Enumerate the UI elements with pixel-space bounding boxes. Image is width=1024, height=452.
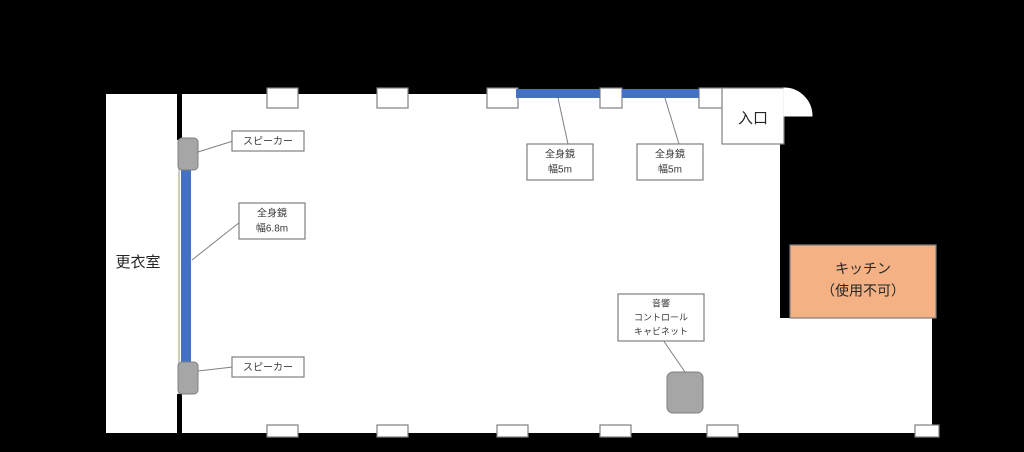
opening-bottom-3 — [496, 424, 529, 438]
opening-top-3 — [486, 87, 519, 109]
label-box-sound-cabinet — [617, 293, 705, 342]
label-mirror-top-1: 全身鏡 幅5m — [526, 143, 594, 181]
label-mirror-top-1-line1: 全身鏡 — [545, 148, 575, 161]
kitchen-area — [789, 244, 937, 319]
floor-extension-lower-right — [784, 318, 936, 437]
door-swing-arc-icon — [783, 87, 813, 117]
opening-top-4 — [599, 87, 623, 109]
speaker-upper — [177, 137, 199, 171]
label-sound-cabinet-line3: キャビネット — [634, 326, 688, 336]
opening-bottom-4 — [599, 424, 632, 438]
opening-bottom-5 — [706, 424, 739, 438]
opening-top-1 — [266, 87, 299, 109]
wall-top — [102, 88, 722, 94]
leader-speaker-bottom — [197, 366, 234, 372]
kitchen-label-line2: （使用不可） — [821, 283, 905, 299]
label-mirror-top-1-line2: 幅5m — [548, 163, 572, 176]
mirror-top-2 — [622, 89, 699, 98]
opening-bottom-1 — [266, 424, 299, 438]
label-mirror-left: 全身鏡 幅6.8m — [238, 202, 306, 240]
wall-divider-lower — [177, 394, 182, 438]
label-speaker-bottom: スピーカー — [231, 356, 305, 378]
label-box-mirror-left — [238, 202, 306, 240]
sound-control-cabinet — [666, 371, 704, 414]
openings-bottom — [266, 424, 940, 438]
label-box-mirror-top-1 — [526, 143, 594, 181]
label-mirror-left-line2: 幅6.8m — [256, 222, 288, 235]
label-mirror-left-line1: 全身鏡 — [257, 207, 287, 220]
openings-top — [266, 87, 724, 109]
label-box-speaker-top — [231, 130, 305, 152]
wall-left — [102, 88, 106, 438]
label-sound-cabinet: 音響 コントロール キャビネット — [617, 293, 705, 342]
opening-bottom-2 — [376, 424, 409, 438]
opening-top-2 — [376, 87, 409, 109]
label-speaker-bottom-text: スピーカー — [243, 362, 293, 374]
leader-mirror-top-1 — [557, 97, 569, 145]
opening-top-5 — [698, 87, 724, 109]
label-sound-cabinet-line1: 音響 — [652, 297, 670, 308]
label-sound-cabinet-line2: コントロール — [634, 312, 688, 322]
label-box-mirror-top-2 — [636, 143, 704, 181]
label-mirror-top-2-line1: 全身鏡 — [655, 148, 685, 161]
entrance-label: 入口 — [738, 110, 768, 127]
label-mirror-top-2: 全身鏡 幅5m — [636, 143, 704, 181]
speaker-lower — [177, 361, 199, 395]
leader-sound-cabinet — [662, 339, 686, 373]
wall-top-right — [784, 88, 936, 94]
label-speaker-top-text: スピーカー — [243, 136, 293, 148]
wall-divider-upper — [177, 88, 182, 140]
label-mirror-top-2-line2: 幅5m — [658, 163, 682, 176]
leader-mirror-left — [191, 221, 241, 261]
mirror-top-1 — [516, 89, 600, 98]
wall-right-upper — [780, 94, 784, 318]
label-box-speaker-bottom — [231, 356, 305, 378]
changing-room-label: 更衣室 — [115, 254, 160, 271]
kitchen-label-line1: キッチン — [835, 261, 891, 277]
opening-bottom-6 — [914, 424, 940, 438]
wall-divider-thin — [178, 140, 180, 394]
leader-mirror-top-2 — [664, 97, 680, 145]
label-speaker-top: スピーカー — [231, 130, 305, 152]
leader-speaker-top — [197, 140, 234, 153]
mirror-left-wall — [181, 170, 191, 366]
